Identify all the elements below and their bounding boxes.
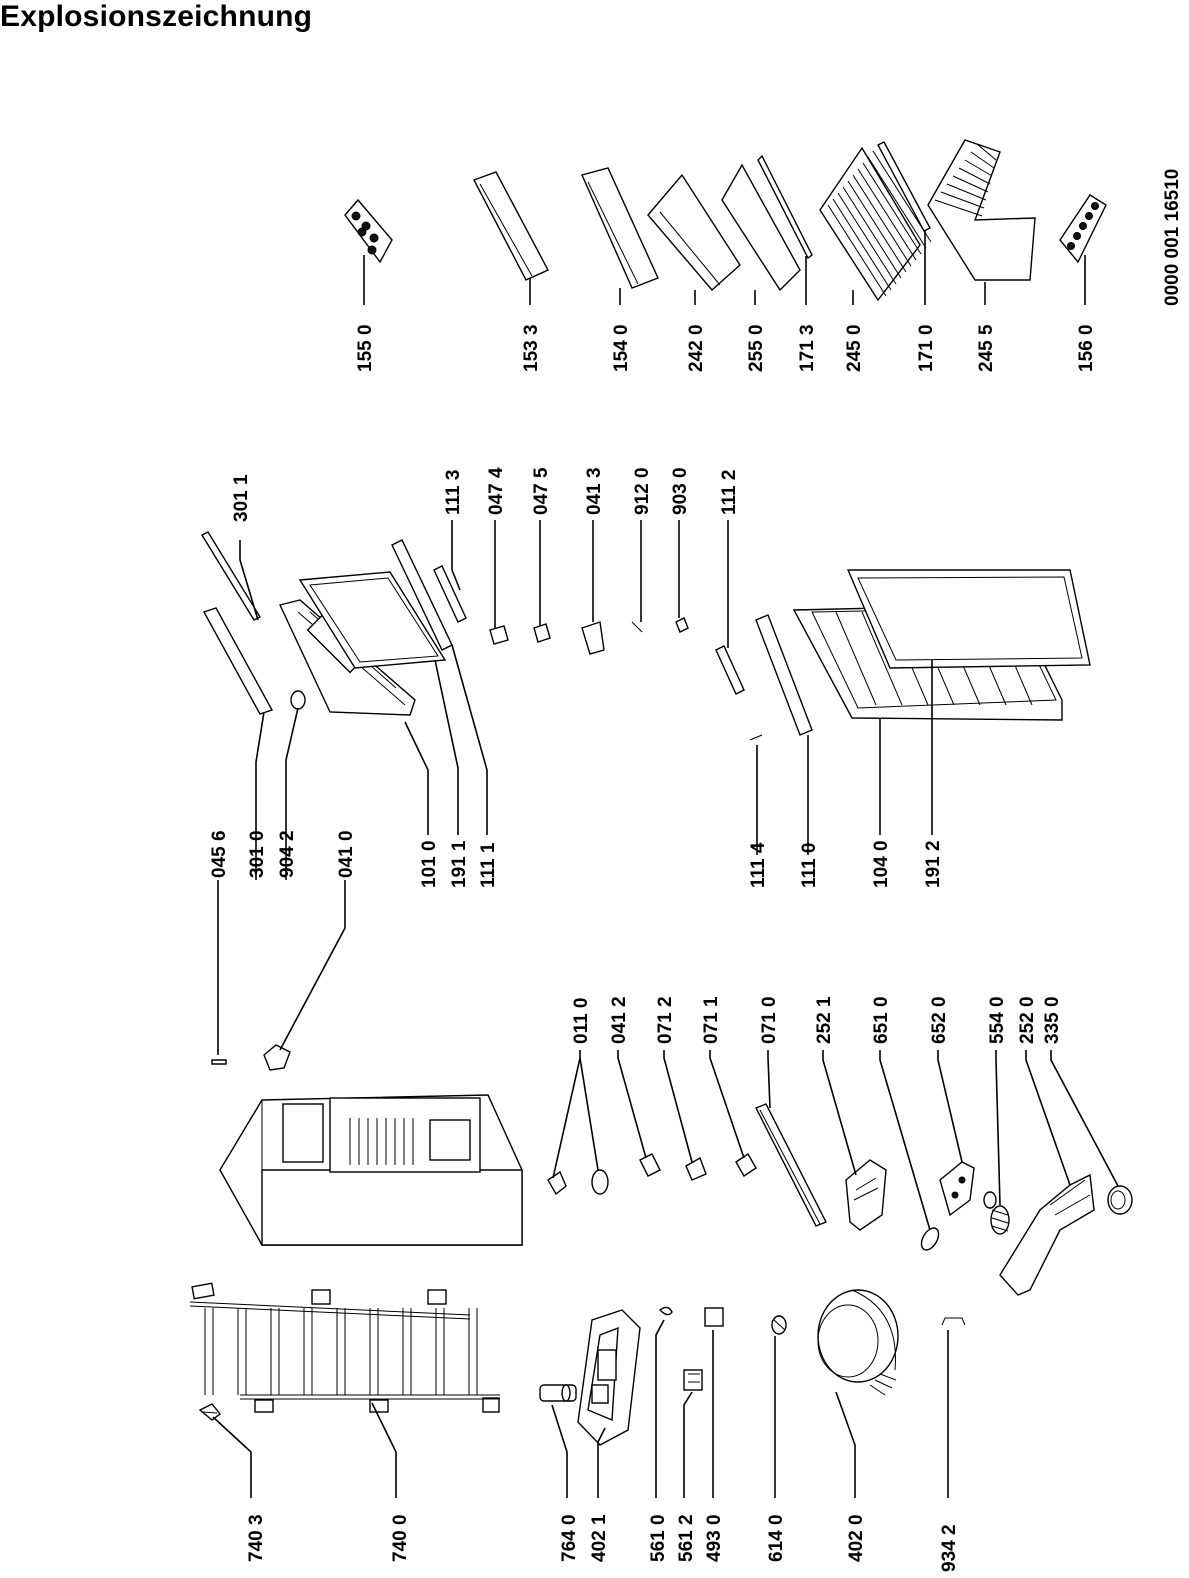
door-shelf-2 xyxy=(581,167,659,289)
small-electric-parts xyxy=(658,1306,724,1391)
label-904-2: 904 2 xyxy=(277,830,298,878)
label-912-0: 912 0 xyxy=(632,467,653,515)
glass-shelf xyxy=(721,163,801,292)
relay xyxy=(771,1315,787,1335)
filter-dryer xyxy=(539,1384,577,1402)
label-252-1: 252 1 xyxy=(814,996,835,1044)
evaporator-clip xyxy=(198,1403,221,1421)
label-071-2: 071 2 xyxy=(655,996,676,1044)
evaporator-coil xyxy=(189,1282,500,1413)
label-242-0: 242 0 xyxy=(686,324,707,372)
control-housing xyxy=(845,1159,887,1231)
label-155-0: 155 0 xyxy=(355,324,376,372)
label-156-0: 156 0 xyxy=(1076,324,1097,372)
thermostat xyxy=(939,1161,975,1217)
ice-tray xyxy=(1059,194,1107,264)
label-903-0: 903 0 xyxy=(670,467,691,515)
egg-tray xyxy=(344,198,393,264)
label-614-0: 614 0 xyxy=(766,1514,787,1562)
door-fittings xyxy=(489,617,689,655)
cap xyxy=(290,690,306,710)
label-171-0: 171 0 xyxy=(916,324,937,372)
label-111-3: 111 3 xyxy=(443,470,464,515)
label-041-2: 041 2 xyxy=(609,996,630,1044)
label-041-3: 041 3 xyxy=(584,467,605,515)
label-301-1: 301 1 xyxy=(231,474,252,522)
label-153-3: 153 3 xyxy=(521,324,542,372)
wire-shelf xyxy=(819,146,932,302)
label-493-0: 493 0 xyxy=(704,1514,725,1562)
label-740-0: 740 0 xyxy=(390,1514,411,1562)
freezer-door-gasket xyxy=(298,571,447,669)
label-561-2: 561 2 xyxy=(676,1514,697,1562)
label-740-3: 740 3 xyxy=(246,1514,267,1562)
label-652-0: 652 0 xyxy=(929,996,950,1044)
label-934-2: 934 2 xyxy=(939,1524,960,1572)
label-104-0: 104 0 xyxy=(871,840,892,888)
door-handle-strip xyxy=(201,531,261,621)
leader-lines xyxy=(212,230,1119,1498)
knob xyxy=(1107,1185,1133,1215)
label-111-2: 111 2 xyxy=(719,470,740,515)
compressor xyxy=(817,1289,899,1396)
label-301-0: 301 0 xyxy=(247,830,268,878)
lower-hinge xyxy=(715,614,813,741)
part-labels: 740 3 740 0 764 0 402 1 561 0 561 2 493 … xyxy=(209,169,1183,1572)
door-handle xyxy=(202,607,274,715)
label-245-0: 245 0 xyxy=(844,324,865,372)
label-245-5: 245 5 xyxy=(976,324,997,372)
label-191-1: 191 1 xyxy=(449,840,470,888)
service-wire xyxy=(941,1317,966,1326)
label-047-5: 047 5 xyxy=(531,467,552,515)
label-111-0: 111 0 xyxy=(799,843,820,888)
label-255-0: 255 0 xyxy=(746,324,767,372)
label-651-0: 651 0 xyxy=(871,996,892,1044)
label-252-0: 252 0 xyxy=(1017,996,1038,1044)
cabinet xyxy=(219,1094,523,1246)
crisper-drawer xyxy=(647,173,741,291)
label-154-0: 154 0 xyxy=(611,324,632,372)
door-shelf xyxy=(473,171,549,281)
label-047-4: 047 4 xyxy=(486,467,507,515)
label-402-1: 402 1 xyxy=(589,1514,610,1562)
lamp xyxy=(920,1227,940,1251)
hinge xyxy=(263,1044,291,1071)
label-071-1: 071 1 xyxy=(701,996,722,1044)
hinge-pin xyxy=(211,1059,227,1065)
label-111-4: 111 4 xyxy=(748,842,769,888)
page-title: Explosionszeichnung xyxy=(0,0,313,33)
label-764-0: 764 0 xyxy=(559,1514,580,1562)
label-561-0: 561 0 xyxy=(648,1514,669,1562)
label-111-1: 111 1 xyxy=(478,842,499,888)
label-171-3: 171 3 xyxy=(797,324,818,372)
label-191-2: 191 2 xyxy=(923,840,944,888)
shelf-trim-2 xyxy=(877,141,931,232)
label-101-0: 101 0 xyxy=(419,840,440,888)
cabinet-fittings xyxy=(547,1153,757,1196)
fridge-door-gasket xyxy=(846,569,1091,669)
label-045-6: 045 6 xyxy=(209,830,230,878)
wire-rack xyxy=(927,139,1036,281)
spring xyxy=(983,1191,1010,1235)
label-041-0: 041 0 xyxy=(336,830,357,878)
label-335-0: 335 0 xyxy=(1042,996,1063,1044)
compressor-cover xyxy=(577,1309,641,1446)
label-554-0: 554 0 xyxy=(987,996,1008,1044)
shelf-trim xyxy=(757,154,813,260)
document-code: 0000 001 16510 xyxy=(1162,169,1183,306)
label-071-0: 071 0 xyxy=(759,996,780,1044)
control-panel xyxy=(999,1173,1095,1296)
label-011-0: 011 0 xyxy=(571,998,592,1045)
label-402-0: 402 0 xyxy=(846,1514,867,1562)
rail xyxy=(755,1103,827,1227)
